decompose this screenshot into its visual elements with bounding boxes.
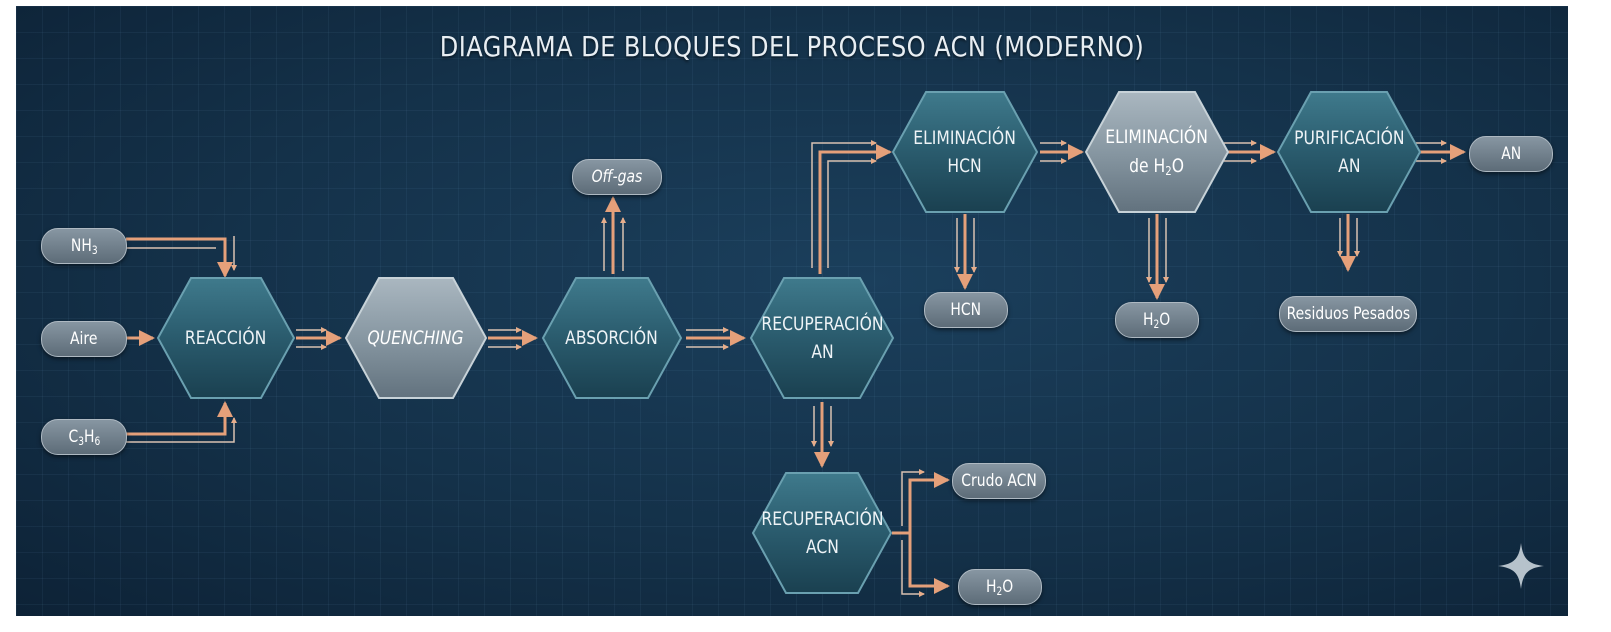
input-aire-label: Aire [70, 329, 98, 349]
block-recuperacion-an-line2: AN [810, 341, 834, 363]
block-absorcion: ABSORCIÓN [543, 278, 681, 398]
input-nh3: NH3 [41, 228, 127, 264]
input-nh3-main: NH [70, 235, 92, 256]
output-h2o-acn: H2O [958, 569, 1042, 605]
block-purificacion-an-line2: AN [1337, 155, 1361, 177]
block-eliminacion-hcn-shape [891, 91, 1039, 213]
block-quenching: QUENCHING [346, 278, 486, 398]
block-eliminacion-h2o-line2-suffix: O [1172, 154, 1185, 177]
arrow-recuperacion-an-to-eliminacion-hcn [811, 140, 892, 274]
block-eliminacion-h2o: ELIMINACIÓN de H2O [1086, 92, 1228, 212]
input-c3h6: C3H6 [41, 419, 127, 455]
block-absorcion-label: ABSORCIÓN [565, 326, 659, 349]
arrow-nh3-to-reaccion [126, 236, 237, 278]
block-recuperacion-acn-line1: RECUPERACIÓN [760, 507, 884, 530]
output-offgas: Off-gas [572, 159, 662, 195]
block-recuperacion-an-shape [749, 277, 895, 399]
block-reaccion-label: REACCIÓN [185, 326, 267, 349]
arrow-eliminacion-h2o-to-purificacion-an [1224, 140, 1276, 164]
input-c3h6-c-sub: 3 [77, 434, 84, 448]
output-h2o-acn-main: H [986, 576, 997, 597]
arrow-purificacion-an-to-residuos [1337, 214, 1360, 272]
flow-arrows [126, 91, 1466, 597]
block-recuperacion-acn-line2: ACN [805, 536, 839, 558]
input-c3h6-h-sub: 6 [94, 434, 100, 448]
input-c3h6-h: H [83, 426, 95, 447]
block-absorcion-shape [541, 277, 683, 399]
block-recuperacion-acn: RECUPERACIÓN ACN [753, 473, 891, 593]
arrow-recuperacion-an-to-recuperacion-acn [811, 402, 834, 468]
block-quenching-shape [344, 277, 488, 399]
output-residuos-label: Residuos Pesados [1286, 304, 1410, 324]
output-crudo-acn: Crudo ACN [952, 463, 1046, 499]
output-hcn-label: HCN [950, 300, 982, 320]
block-purificacion-an-shape [1276, 91, 1422, 213]
arrow-purificacion-an-to-an [1416, 140, 1466, 164]
output-h2o-eliminacion: H2O [1115, 302, 1199, 338]
arrow-c3h6-to-reaccion [126, 401, 237, 443]
block-reaccion: REACCIÓN [158, 278, 294, 398]
output-offgas-label: Off-gas [591, 167, 643, 187]
output-crudo-acn-label: Crudo ACN [961, 471, 1037, 491]
arrow-eliminacion-hcn-to-hcn [954, 214, 977, 290]
output-an: AN [1469, 136, 1553, 172]
arrow-reaccion-to-quenching [296, 327, 342, 350]
sparkle-icon [1498, 543, 1544, 589]
arrow-eliminacion-h2o-to-h2o [1146, 214, 1169, 300]
block-recuperacion-an: RECUPERACIÓN AN [751, 278, 893, 398]
input-aire: Aire [41, 321, 127, 357]
input-c3h6-c: C [68, 426, 78, 447]
block-reaccion-shape [156, 277, 296, 399]
output-residuos-pesados: Residuos Pesados [1279, 296, 1417, 332]
output-h2o-sub: 2 [1153, 317, 1160, 331]
output-h2o-acn-sub: 2 [996, 584, 1003, 598]
arrow-recuperacion-acn-to-outputs [892, 469, 950, 597]
output-h2o-acn-suffix: O [1002, 576, 1014, 597]
block-purificacion-an-line1: PURIFICACIÓN [1293, 126, 1405, 149]
block-eliminacion-h2o-shape [1084, 91, 1230, 213]
output-h2o-suffix: O [1159, 309, 1171, 330]
block-recuperacion-an-line1: RECUPERACIÓN [760, 312, 884, 335]
block-eliminacion-h2o-line2-sub: 2 [1165, 164, 1173, 179]
arrow-quenching-to-absorcion [488, 327, 538, 350]
block-eliminacion-hcn: ELIMINACIÓN HCN [893, 92, 1037, 212]
output-an-label: AN [1501, 144, 1521, 164]
diagram-title: DIAGRAMA DE BLOQUES DEL PROCESO ACN (MOD… [439, 30, 1145, 63]
block-purificacion-an: PURIFICACIÓN AN [1278, 92, 1420, 212]
block-eliminacion-h2o-line2-prefix: de H [1129, 154, 1166, 177]
output-hcn: HCN [924, 292, 1008, 328]
input-nh3-sub: 3 [91, 243, 98, 257]
diagram-canvas: DIAGRAMA DE BLOQUES DEL PROCESO ACN (MOD… [16, 6, 1568, 616]
arrow-absorcion-to-recuperacion-an [686, 327, 746, 350]
arrow-eliminacion-hcn-to-eliminacion-h2o [1040, 140, 1084, 164]
output-h2o-main: H [1143, 309, 1154, 330]
block-eliminacion-hcn-line2: HCN [947, 155, 983, 177]
block-recuperacion-acn-shape [751, 472, 893, 594]
block-eliminacion-hcn-line1: ELIMINACIÓN [913, 126, 1017, 149]
block-quenching-label: QUENCHING [367, 326, 465, 349]
block-eliminacion-h2o-line1: ELIMINACIÓN [1105, 126, 1209, 149]
arrow-absorcion-to-offgas [601, 196, 626, 274]
